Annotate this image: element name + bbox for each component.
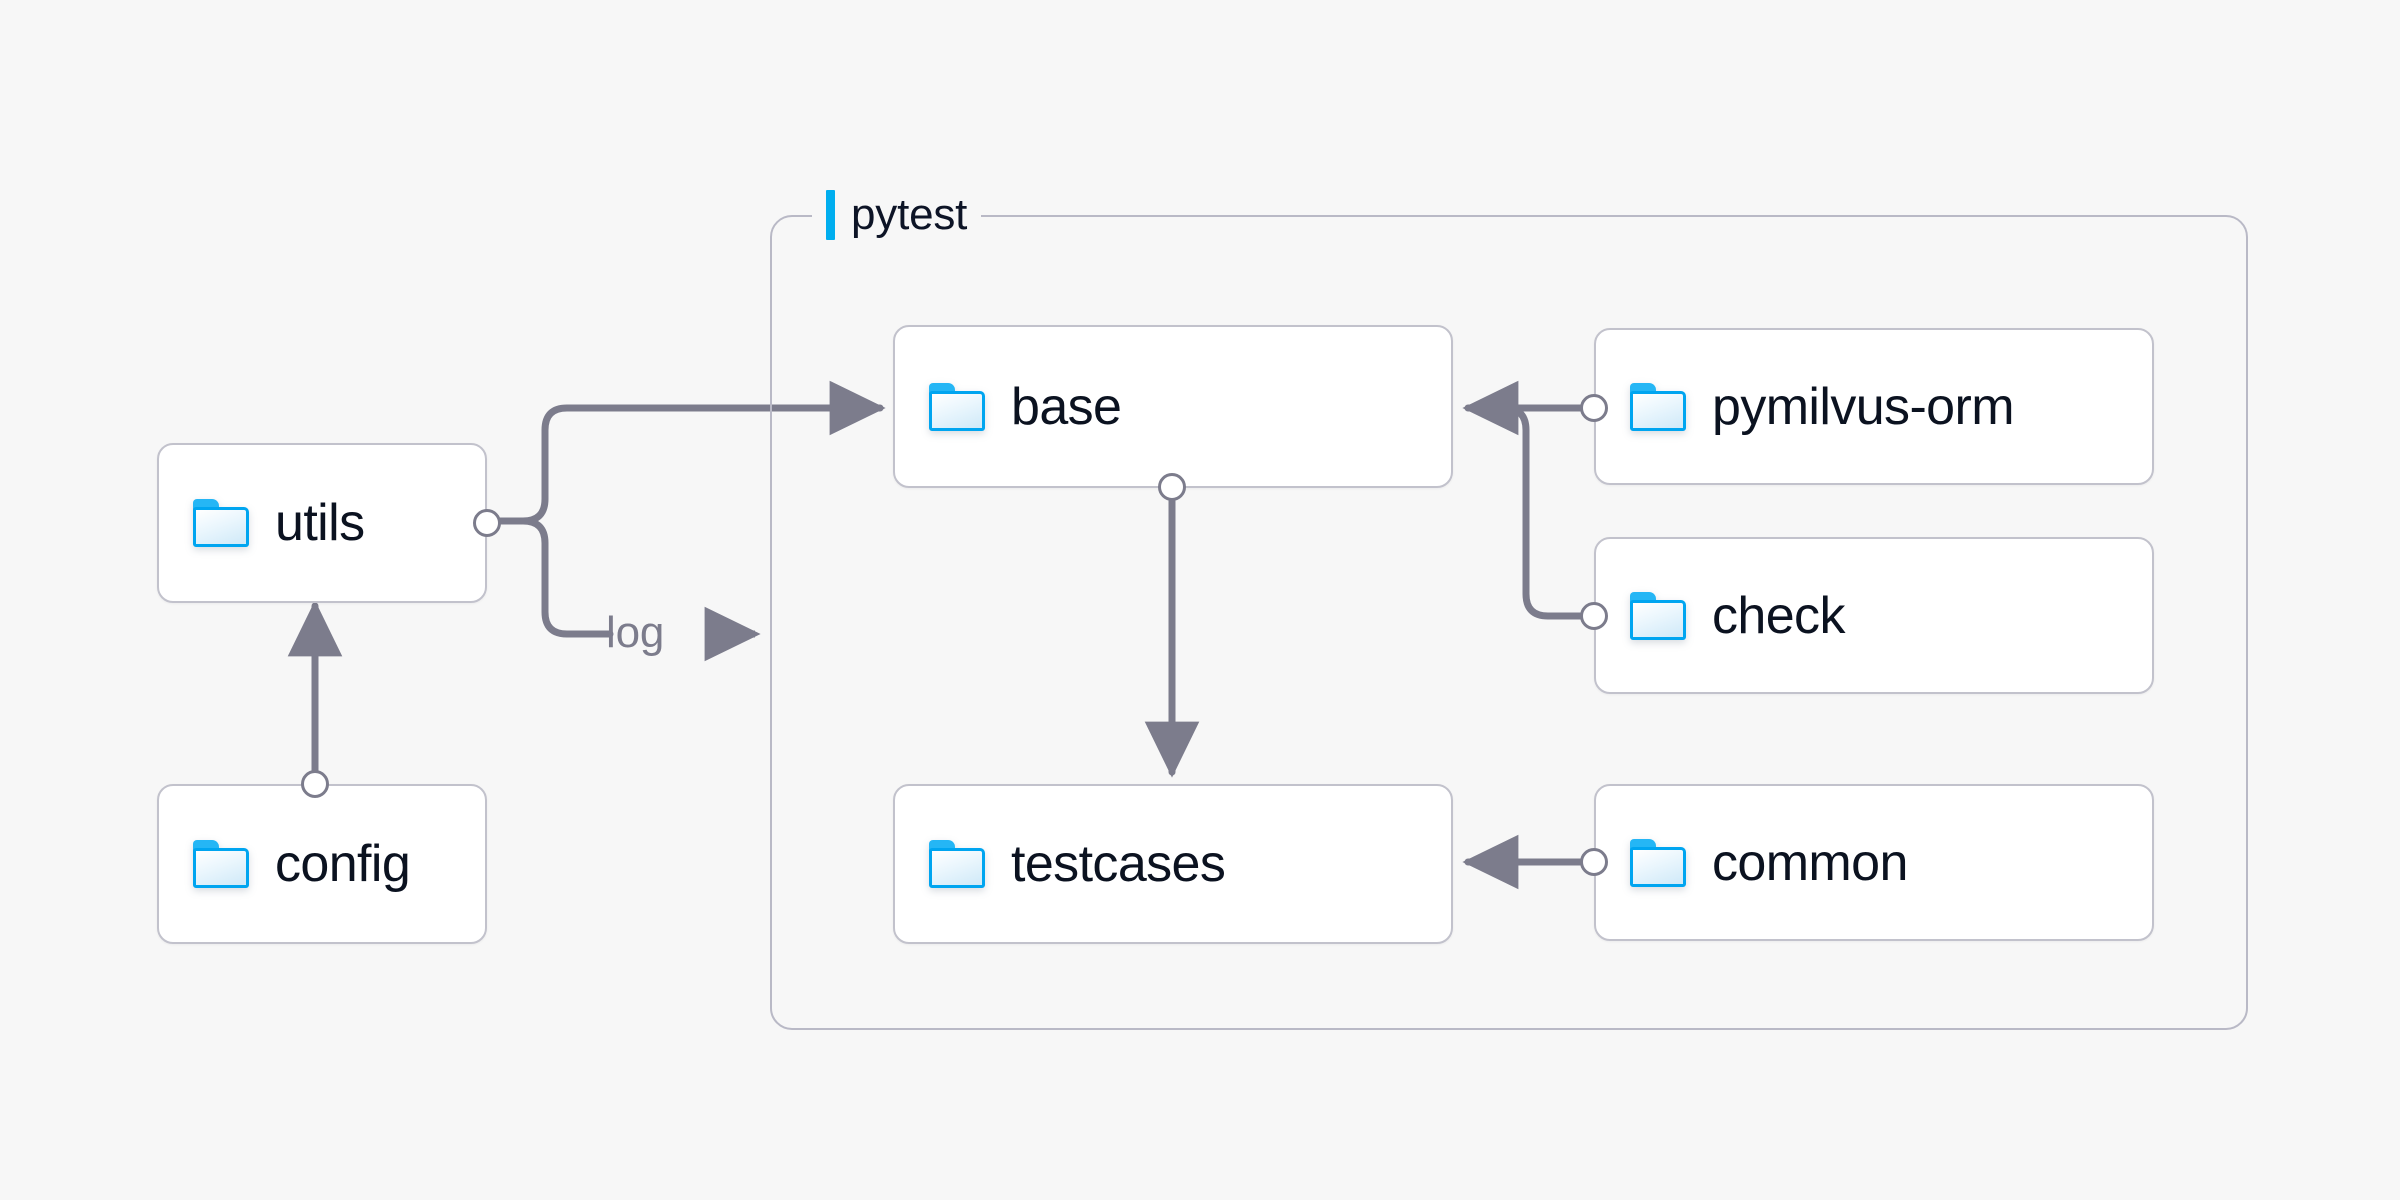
- port-check-left[interactable]: [1580, 602, 1608, 630]
- node-testcases-label: testcases: [1011, 835, 1226, 893]
- node-utils-label: utils: [275, 494, 365, 552]
- group-pytest[interactable]: [770, 215, 2248, 1030]
- folder-icon: [193, 840, 249, 888]
- edge-utils-log: [519, 517, 614, 638]
- port-config-top[interactable]: [301, 770, 329, 798]
- node-pymilvus-orm-label: pymilvus-orm: [1712, 377, 2015, 436]
- folder-icon: [1630, 382, 1686, 431]
- folder-icon: [1630, 591, 1686, 640]
- port-common-left[interactable]: [1580, 848, 1608, 876]
- node-utils[interactable]: utils: [157, 443, 487, 603]
- folder-icon: [929, 382, 985, 431]
- accent-bar-icon: [826, 190, 835, 240]
- node-config[interactable]: config: [157, 784, 487, 944]
- node-testcases[interactable]: testcases: [893, 784, 1453, 944]
- folder-icon: [929, 840, 985, 888]
- group-pytest-title: pytest: [851, 190, 968, 239]
- node-common-label: common: [1712, 833, 1908, 892]
- folder-icon: [1630, 838, 1686, 887]
- group-pytest-label: pytest: [812, 187, 982, 243]
- node-check-label: check: [1712, 586, 1845, 645]
- node-pymilvus-orm[interactable]: pymilvus-orm: [1594, 328, 2154, 485]
- node-common[interactable]: common: [1594, 784, 2154, 941]
- edge-label-log: log: [606, 608, 665, 657]
- node-check[interactable]: check: [1594, 537, 2154, 694]
- node-base[interactable]: base: [893, 325, 1453, 488]
- port-pymilvus-orm-left[interactable]: [1580, 394, 1608, 422]
- folder-icon: [193, 499, 249, 547]
- node-base-label: base: [1011, 377, 1122, 436]
- node-config-label: config: [275, 835, 411, 893]
- port-base-bottom[interactable]: [1158, 473, 1186, 501]
- port-utils-right[interactable]: [473, 509, 501, 537]
